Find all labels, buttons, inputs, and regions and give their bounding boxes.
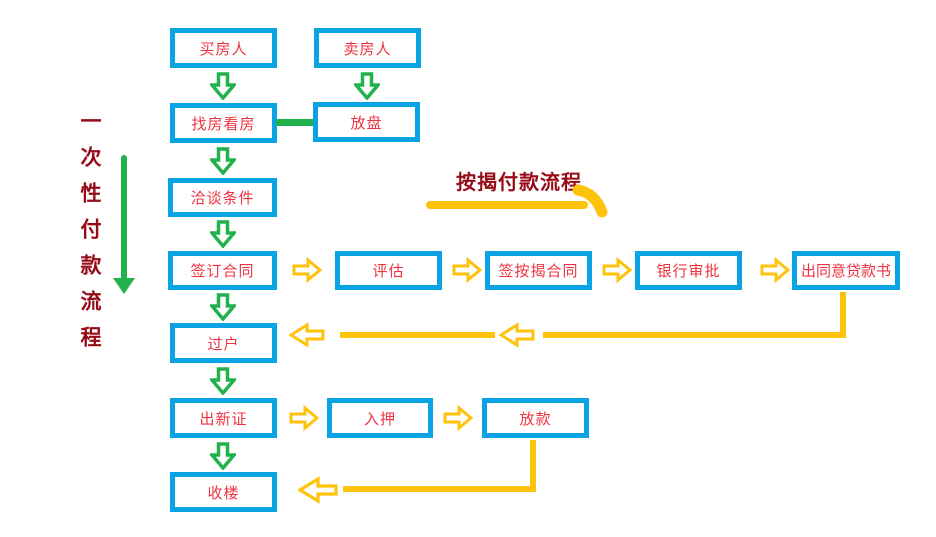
long-green-arrowhead-icon (113, 278, 135, 294)
node-buyer: 买房人 (170, 28, 277, 68)
yellow-right-arrow-icon (292, 257, 322, 283)
yellow-right-arrow-icon (443, 405, 473, 431)
connector-line (343, 486, 536, 492)
node-negotiate: 洽谈条件 (168, 178, 277, 217)
green-down-arrow-icon (210, 72, 236, 100)
green-down-arrow-icon (210, 293, 236, 321)
yellow-right-arrow-icon (602, 257, 632, 283)
green-down-arrow-icon (210, 220, 236, 248)
connector-line (530, 440, 536, 492)
node-find-house: 找房看房 (170, 103, 277, 143)
mortgage-flow-label: 按揭付款流程 (456, 172, 582, 194)
green-down-arrow-icon (210, 442, 236, 470)
mortgage-flow-direction-arrow-icon (426, 184, 608, 218)
node-loan-letter: 出同意贷款书 (792, 251, 900, 290)
yellow-left-arrow-icon (499, 322, 535, 348)
node-appraisal: 评估 (335, 251, 442, 290)
node-listing: 放盘 (313, 102, 420, 142)
yellow-left-arrow-icon (298, 476, 338, 504)
node-seller: 卖房人 (314, 28, 421, 68)
green-down-arrow-icon (210, 367, 236, 395)
connector-line (276, 119, 314, 126)
node-new-certificate: 出新证 (170, 398, 277, 438)
yellow-right-arrow-icon (760, 257, 790, 283)
long-green-arrow-icon (121, 155, 127, 281)
green-down-arrow-icon (210, 147, 236, 175)
green-down-arrow-icon (354, 72, 380, 100)
node-pledge: 入押 (327, 398, 433, 438)
connector-line (340, 332, 495, 338)
node-transfer: 过户 (170, 323, 277, 363)
yellow-right-arrow-icon (452, 257, 482, 283)
node-loan-release: 放款 (482, 398, 589, 438)
node-handover: 收楼 (170, 472, 277, 512)
connector-line (840, 292, 846, 338)
connector-line (543, 332, 846, 338)
node-mortgage-contract: 签按揭合同 (485, 251, 592, 290)
yellow-left-arrow-icon (289, 322, 325, 348)
one-time-payment-flow-label: 一次性付款流程 (78, 110, 101, 362)
yellow-right-arrow-icon (289, 405, 319, 431)
node-bank-approval: 银行审批 (635, 251, 742, 290)
node-sign-contract: 签订合同 (168, 251, 277, 290)
